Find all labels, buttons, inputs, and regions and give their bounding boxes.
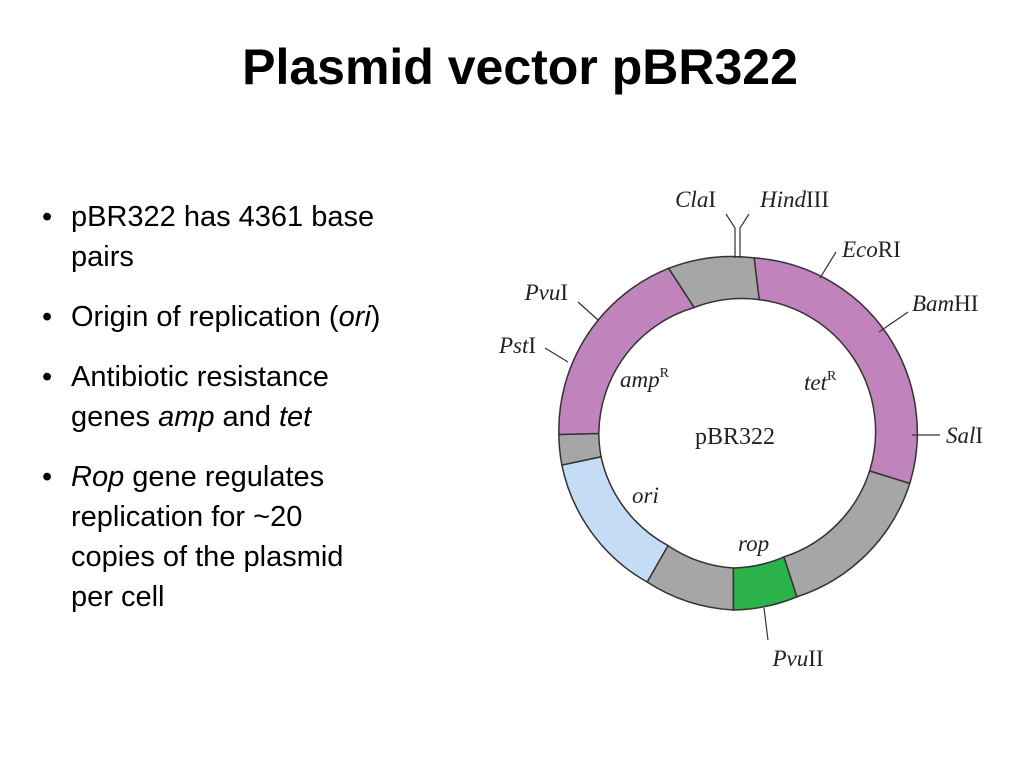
plasmid-ring [558,255,919,611]
site-italic: Bam [912,291,954,316]
gene-superscript: R [660,366,670,381]
site-roman: RI [878,237,901,262]
tick-eco [819,251,837,279]
plasmid-map: ClaI HindIII EcoRI BamHI SalI PvuII PstI… [498,187,983,671]
site-label-eco: EcoRI [841,237,901,262]
bullet-text-italic: ori [338,301,371,333]
site-roman: III [806,187,829,212]
site-roman: I [708,187,716,212]
bullet-text: gene regulates replication for ~20 copie… [71,461,344,613]
site-roman: II [808,646,823,671]
gene-italic: amp [620,367,660,392]
plasmid-name: pBR322 [695,424,775,450]
bullet-rop: • Rop gene regulates replication for ~20… [40,457,390,617]
gene-superscript: R [827,369,837,384]
tick-hind [739,213,750,258]
gene-label-amp: ampR [620,366,670,392]
site-label-bam: BamHI [912,291,978,316]
site-roman: I [528,333,536,358]
bullet-text-italic: Rop [71,461,125,493]
bullet-dot: • [42,361,53,393]
site-label-pst: PstI [498,333,536,358]
site-ticks [544,213,940,641]
bullet-text: pBR322 has 4361 base pairs [71,201,375,273]
segment-spacer-right [782,470,911,598]
tick-pvui [577,301,599,321]
bullet-text: Origin of replication ( [71,301,339,333]
site-roman: I [975,423,983,448]
tick-cla [725,213,736,258]
site-italic: Pvu [771,646,808,671]
site-label-pvuii: PvuII [771,646,823,671]
gene-label-ori: ori [632,483,659,508]
gene-label-rop: rop [738,531,769,556]
site-label-hind: HindIII [759,187,829,212]
site-italic: Eco [841,237,878,262]
tick-pvuii [763,607,769,641]
bullet-dot: • [42,301,53,333]
bullet-dot: • [42,201,53,233]
tick-bam [878,311,909,333]
bullet-dot: • [42,461,53,493]
bullet-text: Antibiotic resistance genes [71,361,329,433]
bullet-resistance: • Antibiotic resistance genes amp and te… [40,357,390,437]
site-italic: Cla [675,187,708,212]
slide-title: Plasmid vector pBR322 [242,39,798,95]
bullet-list: • pBR322 has 4361 base pairs • Origin of… [40,197,390,637]
bullet-base-pairs: • pBR322 has 4361 base pairs [40,197,390,277]
site-roman: HI [954,291,978,316]
segment-amp [558,267,696,436]
site-italic: Sal [946,423,975,448]
bullet-text-italic: amp [158,401,215,433]
site-roman: I [560,280,568,305]
bullet-text: and [214,401,279,433]
site-label-sal: SalI [946,423,983,448]
bullet-text: ) [370,301,381,333]
site-italic: Pvu [524,280,561,305]
bullet-origin: • Origin of replication (ori) [40,297,390,337]
tick-pst [544,347,569,363]
gene-label-tet: tetR [804,369,837,395]
site-label-cla: ClaI [675,187,716,212]
bullet-text-italic: tet [279,401,312,433]
segment-ori [560,455,670,584]
gene-italic: tet [804,370,828,395]
site-label-pvui: PvuI [524,280,568,305]
site-italic: Pst [498,333,529,358]
site-italic: Hind [759,187,807,212]
